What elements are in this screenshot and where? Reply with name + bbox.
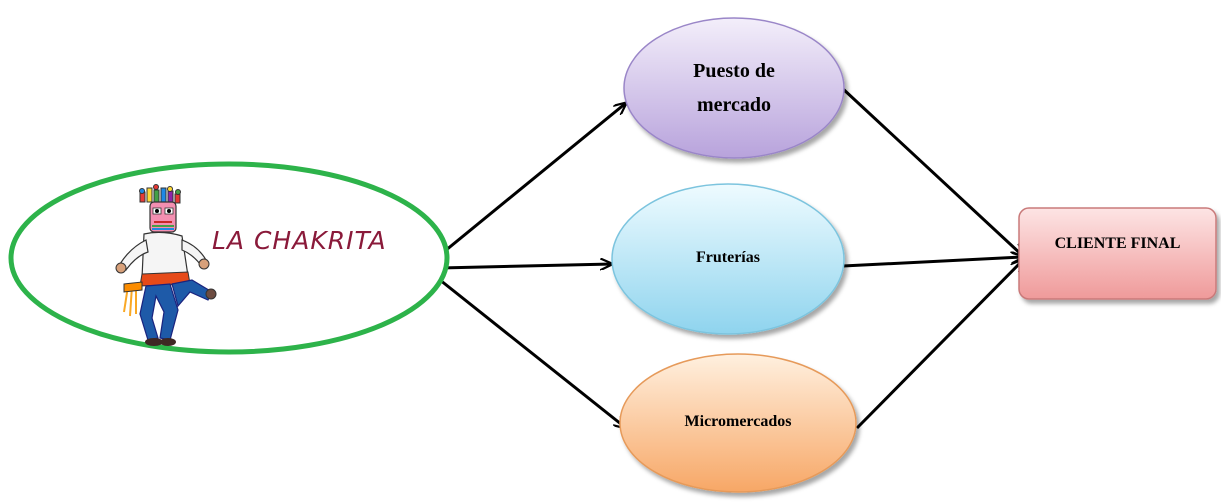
node-puesto-label: Puesto de mercado: [624, 38, 844, 138]
brand-ellipse: [8, 161, 450, 355]
arrow-puesto-to-cliente: [840, 86, 1023, 256]
node-micromercados: [619, 353, 857, 493]
masked-dancer-icon: [115, 184, 217, 346]
brand-name: LA CHAKRITA: [212, 226, 387, 255]
arrow-brand-to-fruterias: [439, 264, 612, 268]
node-puesto-label-line1: Puesto de: [693, 60, 775, 82]
arrow-brand-to-puesto: [439, 103, 626, 257]
arrow-brand-to-micro: [439, 278, 626, 428]
node-cliente-final-label: CLIENTE FINAL: [1054, 235, 1181, 252]
node-cliente-final: [1018, 207, 1217, 300]
arrow-micro-to-cliente: [855, 260, 1023, 430]
node-fruterias-label: Fruterías: [696, 249, 760, 266]
node-fruterias: [611, 183, 845, 335]
node-puesto-label-line2: mercado: [696, 94, 772, 116]
node-puesto-de-mercado: [623, 17, 845, 159]
arrow-fruterias-to-cliente: [842, 257, 1023, 268]
node-micromercados-label: Micromercados: [684, 413, 792, 430]
